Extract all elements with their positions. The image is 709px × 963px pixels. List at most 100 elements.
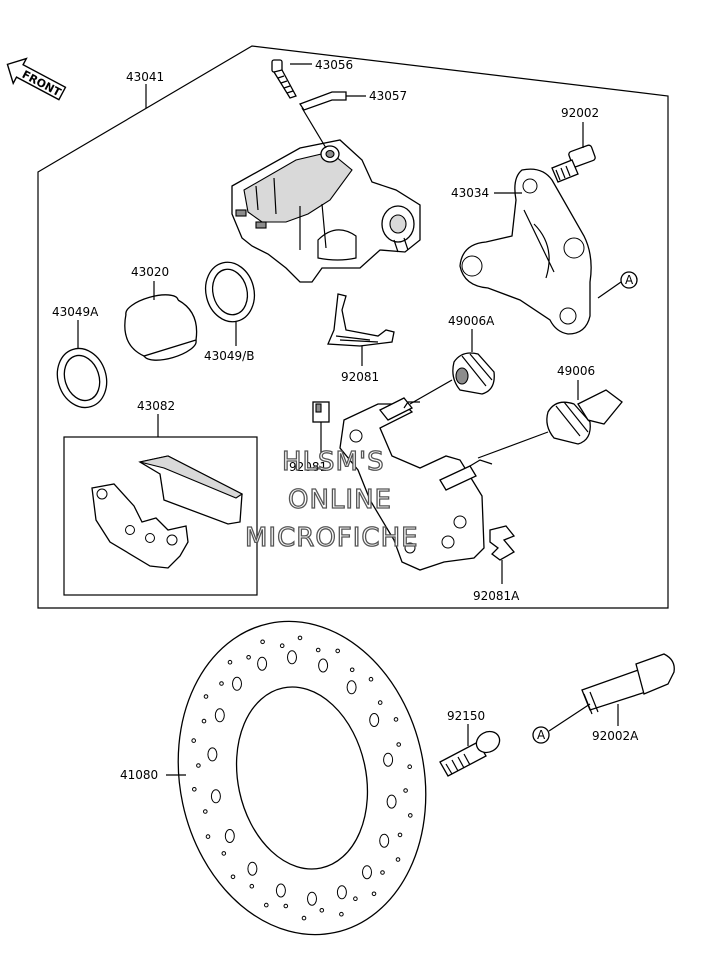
disc-dot [368, 676, 374, 682]
disc-dot [196, 763, 201, 768]
label-43049B: 43049/B [204, 349, 254, 363]
watermark-line3: MICROFICHE [245, 523, 419, 553]
disc-hole [318, 658, 329, 673]
pin-boot-49006A [452, 352, 495, 395]
caliper-assembly-outline [37, 45, 669, 609]
caliper-body [231, 139, 421, 283]
disc-dot [191, 738, 196, 743]
disc-vent-holes [191, 635, 413, 921]
disc-dot [205, 834, 211, 839]
clip-92081A [489, 525, 516, 561]
disc-hole [386, 794, 397, 809]
disc-hole [346, 680, 357, 695]
pin-boot-49006 [546, 389, 623, 445]
disc-hole [362, 865, 372, 880]
small-clip-left [312, 401, 330, 423]
disc-dot [396, 742, 402, 747]
bolt-92150 [439, 730, 501, 777]
disc-dot [335, 648, 341, 654]
disc-dot [349, 667, 355, 673]
piston [124, 294, 198, 361]
disc-hole [257, 656, 268, 671]
bolt-92002A [581, 653, 675, 715]
label-43020: 43020 [131, 265, 169, 279]
bleeder-cap [299, 91, 347, 111]
disc-dot [203, 694, 209, 699]
disc-hole [232, 676, 242, 691]
disc-dot [407, 764, 413, 770]
disc-dot [283, 903, 289, 909]
disc-dot [279, 643, 285, 649]
disc-hole [307, 891, 317, 906]
disc-dot [393, 717, 399, 722]
watermark-line2: ONLINE [288, 485, 392, 515]
disc-dot [249, 883, 255, 889]
disc-hole [214, 708, 225, 723]
front-arrow-badge: FRONT [6, 57, 67, 101]
label-92150: 92150 [447, 709, 485, 723]
disc-dot [260, 639, 265, 645]
disc-dot [297, 635, 303, 641]
brake-pad-front [91, 483, 189, 569]
disc-dot [371, 891, 377, 897]
label-43082: 43082 [137, 399, 175, 413]
disc-dot [203, 809, 208, 814]
bleeder-screw [271, 59, 297, 99]
disc-hole [224, 829, 235, 843]
disc-hole [287, 650, 297, 665]
caliper-holder [339, 397, 493, 571]
piston-seal-b [204, 261, 256, 323]
pad-spring-92081 [327, 293, 395, 347]
disc-dot [227, 659, 233, 665]
disc-hole [247, 861, 258, 876]
label-92002: 92002 [561, 106, 599, 120]
disc-hole [207, 747, 218, 762]
pad-kit-box [63, 436, 258, 596]
label-92081A: 92081A [473, 589, 520, 603]
disc-dot [264, 902, 269, 908]
disc-dot [403, 788, 408, 793]
disc-dot [221, 851, 227, 856]
brake-disc [177, 620, 427, 936]
disc-hole [379, 833, 390, 848]
disc-dot [395, 857, 401, 862]
piston-seal-a [56, 347, 108, 409]
ref-a-circle-top [620, 271, 638, 289]
disc-dot [408, 813, 413, 818]
disc-dot [315, 647, 321, 653]
label-43056: 43056 [315, 58, 353, 72]
ref-a-circle-bottom [532, 726, 550, 744]
disc-hole [336, 885, 347, 900]
disc-hole [210, 789, 221, 804]
label-43041: 43041 [126, 70, 164, 84]
bolt-92002 [551, 144, 596, 183]
label-41080: 41080 [120, 768, 158, 782]
disc-dot [380, 870, 385, 875]
label-43034: 43034 [451, 186, 489, 200]
disc-dot [192, 787, 197, 792]
disc-dot [230, 874, 236, 880]
brake-pad-rear [138, 455, 244, 525]
label-a-top: A [625, 273, 634, 287]
disc-dot [353, 896, 358, 902]
label-92081: 92081 [341, 370, 379, 384]
watermark-line1: HLSM'S [282, 447, 385, 477]
caliper-bracket [459, 168, 592, 335]
label-92081-overlap: 92081 [289, 460, 327, 474]
disc-dot [339, 911, 344, 917]
disc-dot [201, 718, 207, 724]
disc-dot [319, 908, 325, 913]
disc-dot [397, 832, 403, 838]
label-a-bottom: A [537, 728, 546, 742]
label-92002A: 92002A [592, 729, 639, 743]
label-43057: 43057 [369, 89, 407, 103]
disc-dot [246, 655, 251, 660]
disc-dot [301, 915, 307, 921]
label-49006A: 49006A [448, 314, 495, 328]
disc-dot [377, 700, 383, 705]
disc-dot [219, 681, 224, 686]
disc-hole [275, 883, 286, 898]
disc-hole [383, 752, 394, 767]
label-43049A: 43049A [52, 305, 99, 319]
